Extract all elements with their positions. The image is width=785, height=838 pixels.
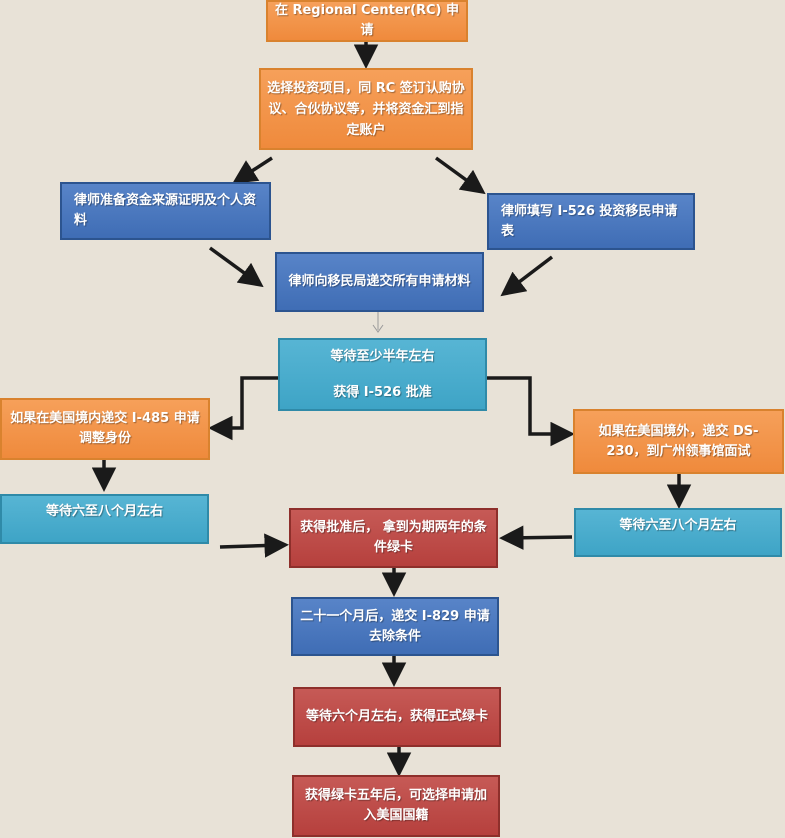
arrow-project-to-funds [232,156,273,184]
wait-approve-box: 等待至少半年左右 获得 I-526 批准 [278,338,487,411]
approve-i526-text: 获得 I-526 批准 [333,384,432,400]
arrow-project-to-i526 [434,156,486,195]
wait-left-text: 等待六至八个月左右 [45,504,163,519]
conditional-card-box: 获得批准后， 拿到为期两年的条件绿卡 [289,508,498,568]
apply-rc-box: 在 Regional Center(RC) 申请 [266,0,468,42]
lawyer-i526-text: 律师填写 I-526 投资移民申请表 [501,203,678,239]
i829-text: 二十一个月后，递交 I-829 申请去除条件 [300,608,490,644]
arrow-i526-to-submit [500,255,554,297]
outside-us-box: 如果在美国境外，递交 DS-230，到广州领事馆面试 [573,409,784,474]
citizenship-box: 获得绿卡五年后，可选择申请加入美国国籍 [292,775,500,837]
conditional-card-text: 获得批准后， 拿到为期两年的条件绿卡 [300,520,487,555]
lawyer-funds-text: 律师准备资金来源证明及个人资料 [74,193,257,228]
lawyer-funds-box: 律师准备资金来源证明及个人资料 [60,182,271,240]
wait-half-year-text: 等待至少半年左右 [330,348,435,364]
select-project-box: 选择投资项目，同 RC 签订认购协议、合伙协议等，并将资金汇到指定账户 [259,68,473,150]
submit-all-text: 律师向移民局递交所有申请材料 [288,274,471,289]
apply-rc-text: 在 Regional Center(RC) 申请 [274,3,460,38]
lawyer-i526-box: 律师填写 I-526 投资移民申请表 [487,193,695,250]
arrow-wait-to-outside [487,376,575,447]
wait-right-text: 等待六至八个月左右 [619,518,737,533]
wait-left-box: 等待六至八个月左右 [0,494,209,544]
wait-right-box: 等待六至八个月左右 [574,508,782,557]
arrow-submit-to-wait [372,312,384,333]
submit-all-box: 律师向移民局递交所有申请材料 [275,252,484,312]
arrow-wait-right-to-card [499,525,573,550]
select-project-text: 选择投资项目，同 RC 签订认购协议、合伙协议等，并将资金汇到指定账户 [267,80,465,138]
outside-us-text: 如果在美国境外，递交 DS-230，到广州领事馆面试 [598,423,759,459]
inside-us-text: 如果在美国境内递交 I-485 申请调整身份 [10,411,200,446]
permanent-card-box: 等待六个月左右，获得正式绿卡 [293,687,501,747]
permanent-card-text: 等待六个月左右，获得正式绿卡 [305,709,488,724]
arrow-funds-to-submit [208,246,264,288]
arrow-wait-to-inside [208,376,278,441]
citizenship-text: 获得绿卡五年后，可选择申请加入美国国籍 [304,788,487,823]
inside-us-box: 如果在美国境内递交 I-485 申请调整身份 [0,398,210,460]
arrow-wait-left-to-card [219,533,289,558]
i829-box: 二十一个月后，递交 I-829 申请去除条件 [291,597,499,656]
